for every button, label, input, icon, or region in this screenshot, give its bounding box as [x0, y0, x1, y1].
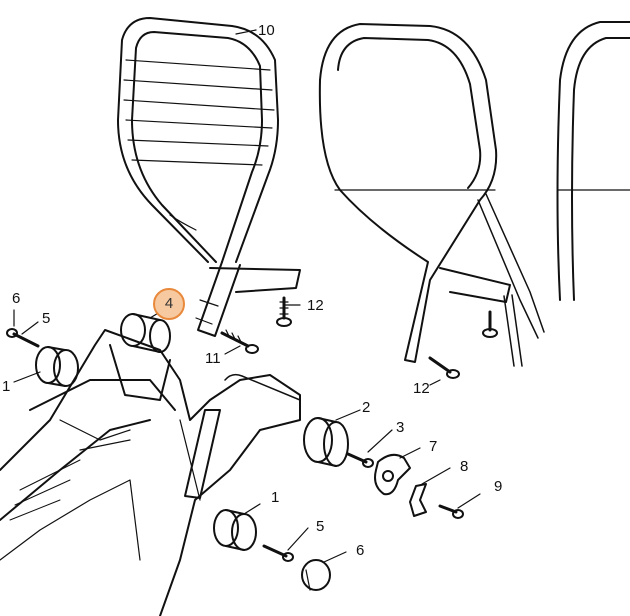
callout-label-12: 12	[307, 297, 324, 314]
screw-part-9[interactable]	[438, 504, 464, 519]
buffer-part-2[interactable]	[303, 417, 349, 467]
screw-part-5-a[interactable]	[6, 328, 40, 348]
screw-part-11[interactable]	[220, 329, 259, 354]
buffer-part-1-a[interactable]	[35, 346, 79, 387]
handlebar-middle	[318, 23, 545, 367]
callout-label-9: 9	[494, 478, 503, 495]
handlebar-right	[556, 21, 630, 301]
callout-label-12-lower: 12	[413, 380, 430, 397]
callout-label-1-bottom: 1	[271, 489, 280, 506]
screw-part-3[interactable]	[346, 452, 374, 468]
screw-part-12-b[interactable]	[428, 310, 498, 379]
saw-housing	[0, 329, 301, 616]
callout-label-3: 3	[396, 419, 405, 436]
buffer-part-4[interactable]	[120, 313, 171, 353]
callout-label-8: 8	[460, 458, 469, 475]
screw-part-12-a[interactable]	[276, 296, 292, 327]
cap-part-6[interactable]	[301, 559, 331, 591]
callout-label-1-left: 1	[2, 378, 11, 395]
handlebar-part-10[interactable]	[117, 17, 301, 337]
bracket-part-7[interactable]	[374, 453, 411, 496]
callout-label-6-left: 6	[12, 290, 21, 307]
lever-part-8[interactable]	[409, 483, 427, 517]
callout-label-11: 11	[205, 350, 221, 367]
callout-label-5-left: 5	[42, 310, 51, 327]
callout-label-10: 10	[258, 22, 275, 39]
callout-label-5-bottom: 5	[316, 518, 325, 535]
callout-label-7: 7	[429, 438, 438, 455]
buffer-part-1-b[interactable]	[213, 509, 257, 551]
highlighted-part-4-badge[interactable]: 4	[153, 288, 185, 320]
callout-label-2: 2	[362, 399, 371, 416]
callout-label-6-bottom: 6	[356, 542, 365, 559]
screw-part-5-b[interactable]	[262, 544, 294, 562]
leader-lines	[13, 29, 481, 563]
